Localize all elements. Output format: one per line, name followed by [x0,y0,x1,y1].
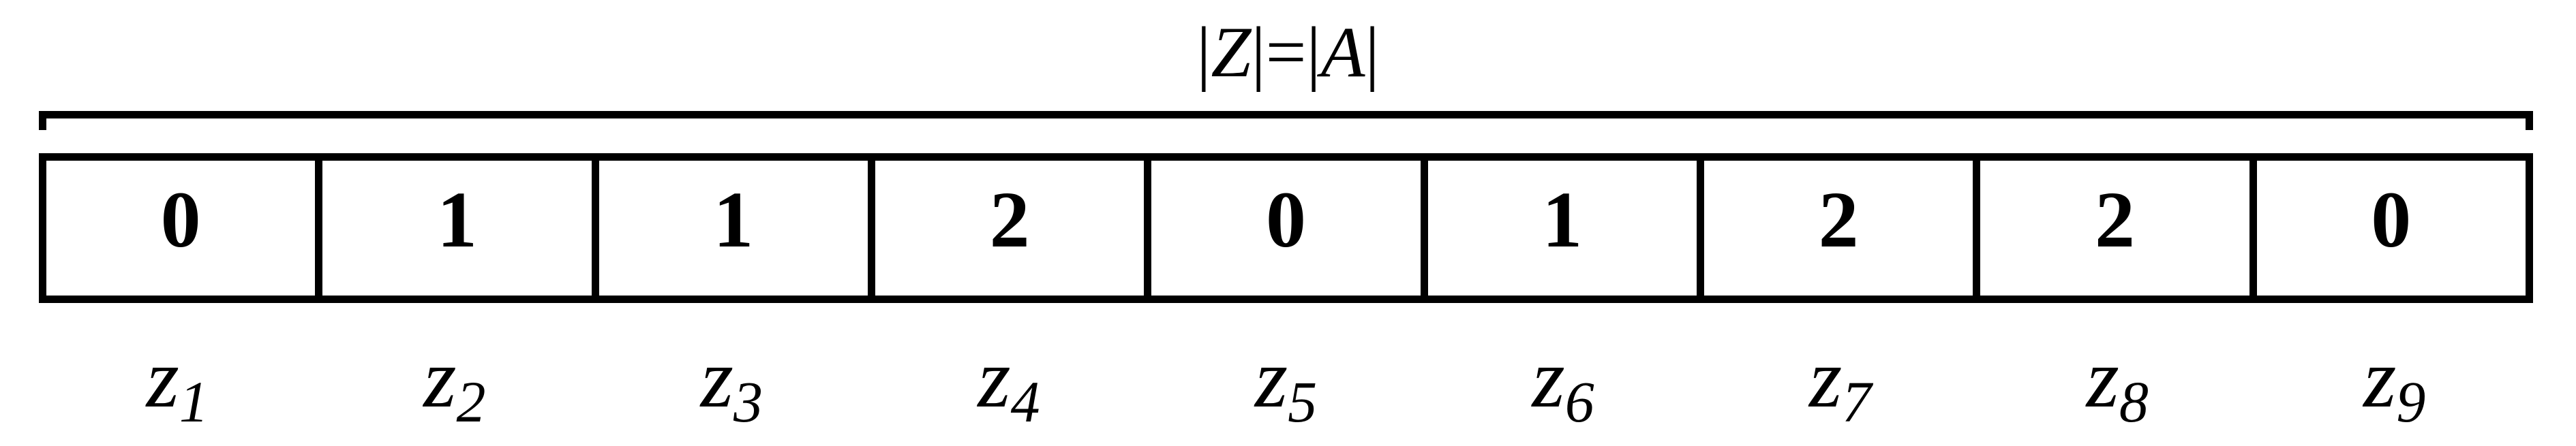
cell-value: 0 [160,175,201,264]
label-subscript: 1 [179,369,209,434]
span-bracket [39,111,2533,130]
label-subscript: 6 [1564,369,1594,434]
index-labels: z1 z2 z3 z4 z5 z6 z7 z8 z9 [39,336,2534,434]
label-base: z [700,332,734,425]
array-cell: 0 [46,161,315,296]
index-label: z2 [316,336,594,434]
cell-value: 1 [713,175,754,264]
array-cell: 0 [1144,161,1420,296]
array-cell: 1 [591,161,868,296]
label-base: z [146,332,179,425]
label-base: z [1809,332,1843,425]
index-label: z6 [1425,336,1702,434]
label-subscript: 9 [2396,369,2426,434]
cell-value: 1 [436,175,477,264]
array-cell: 2 [867,161,1144,296]
diagram-title: |Z|=|A| [1196,12,1380,92]
index-label: z1 [39,336,316,434]
index-label: z3 [593,336,870,434]
array-cell: 1 [315,161,591,296]
cell-value: 2 [2094,175,2135,264]
label-base: z [2363,332,2397,425]
cell-value: 0 [2371,175,2412,264]
array-box: 0 1 1 2 0 1 2 2 0 [39,153,2533,303]
cell-value: 0 [1265,175,1306,264]
label-subscript: 3 [733,369,763,434]
label-subscript: 4 [1010,369,1040,434]
array-cell: 2 [1696,161,1973,296]
label-subscript: 7 [1842,369,1872,434]
label-subscript: 8 [2119,369,2149,434]
index-label: z4 [870,336,1148,434]
cell-value: 2 [1818,175,1859,264]
index-label: z8 [1979,336,2256,434]
label-subscript: 2 [456,369,486,434]
label-base: z [1254,332,1288,425]
cell-value: 2 [989,175,1030,264]
label-subscript: 5 [1288,369,1318,434]
label-base: z [423,332,457,425]
array-cell: 0 [2249,161,2526,296]
array-cell: 2 [1973,161,2249,296]
cell-value: 1 [1542,175,1583,264]
label-base: z [978,332,1011,425]
index-label: z5 [1147,336,1425,434]
label-base: z [2086,332,2119,425]
index-label: z7 [1701,336,1979,434]
index-label: z9 [2256,336,2534,434]
array-cell: 1 [1420,161,1697,296]
label-base: z [1532,332,1565,425]
